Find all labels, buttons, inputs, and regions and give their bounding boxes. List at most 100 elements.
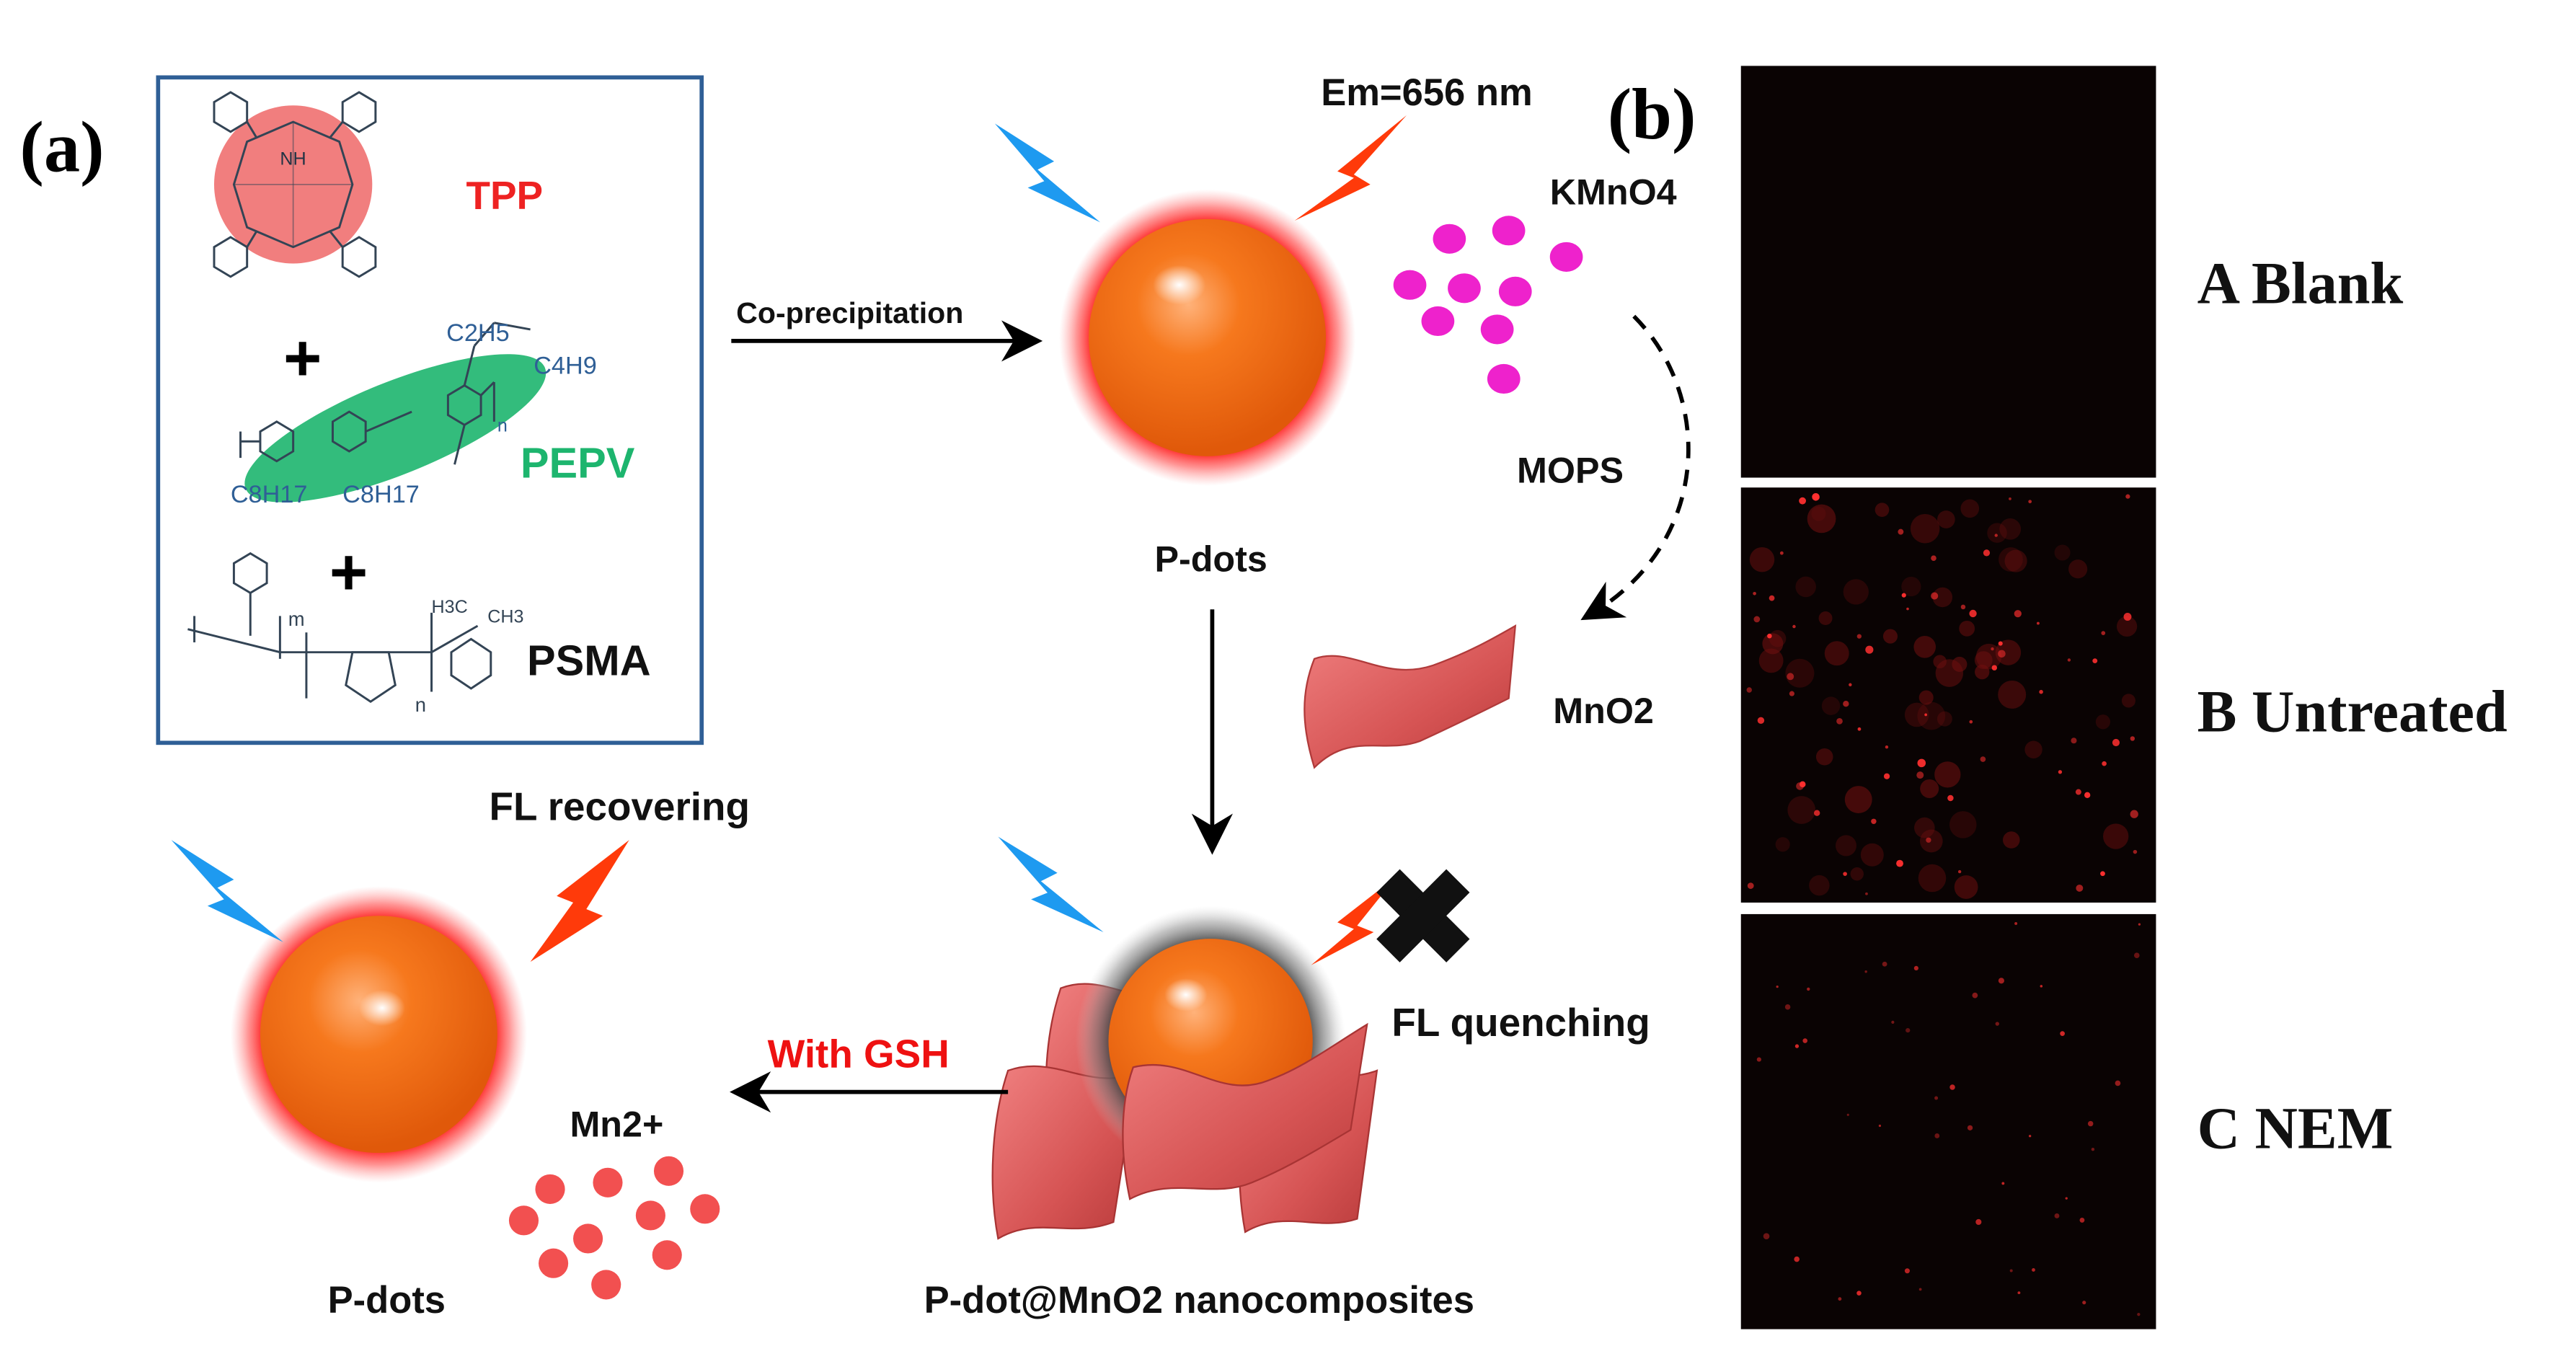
micrograph-untreated — [1740, 487, 2156, 903]
psma-label: PSMA — [527, 637, 651, 685]
fluorescent-spot — [1998, 978, 2004, 984]
cell-blob — [1959, 620, 1975, 637]
fluorescent-spot — [1991, 647, 1994, 651]
fluorescent-spot — [1767, 633, 1772, 639]
cell-blob — [1933, 655, 1947, 668]
cell-blob — [1815, 748, 1833, 766]
mno2-label: MnO2 — [1553, 691, 1654, 731]
fluorescent-spot — [1856, 634, 1862, 639]
fluorescent-spot — [2123, 613, 2132, 621]
quench-x-icon — [1376, 869, 1470, 962]
fluorescent-spot — [2009, 497, 2011, 500]
pepv-molecule: C2H5 C4H9 C8H17 C8H17 n — [231, 319, 597, 508]
c2h5-label: C2H5 — [446, 319, 510, 347]
mops-label: MOPS — [1517, 450, 1624, 490]
cell-blob — [2003, 831, 2020, 849]
fluorescent-spot — [2092, 658, 2098, 664]
fluorescent-spot — [2115, 1080, 2121, 1086]
fluorescent-spot — [1949, 1084, 1955, 1090]
fluorescent-spot — [1906, 1027, 1911, 1033]
cell-blob — [1917, 701, 1946, 730]
fluorescent-spot — [2100, 871, 2105, 877]
fluorescent-spot — [1813, 810, 1820, 816]
psma-m-subscript: m — [288, 608, 305, 630]
fluorescent-spot — [1917, 758, 1926, 768]
fluorescent-spot — [1756, 1057, 1761, 1062]
fluorescent-spot — [1975, 1218, 1982, 1226]
c8h17-left-label: C8H17 — [231, 481, 308, 508]
fluorescent-spot — [1856, 1291, 1862, 1296]
cell-blob — [1860, 843, 1884, 867]
cell-blob — [1937, 711, 1952, 727]
fluorescent-spot — [2101, 631, 2106, 635]
fluorescent-spot — [1924, 713, 1928, 717]
fluorescent-spot — [2039, 689, 2043, 694]
excitation-bolt-bottom — [171, 840, 283, 942]
fluorescent-spot — [1763, 1233, 1770, 1239]
fluorescent-spot — [1792, 624, 1796, 629]
pepv-n-subscript: n — [497, 416, 508, 436]
tpp-label: TPP — [466, 173, 544, 218]
fluorescent-spot — [1799, 497, 1807, 505]
fluorescent-spot — [2028, 1135, 2032, 1138]
cell-blob — [1821, 696, 1841, 715]
fluorescent-spot — [2067, 658, 2071, 662]
cell-blob — [1835, 835, 1857, 856]
fluorescent-spot — [1746, 687, 1752, 693]
fluorescent-spot — [1995, 1022, 1999, 1026]
fluorescent-spot — [1878, 1124, 1882, 1128]
cell-blob — [1987, 523, 2007, 543]
fluorescent-spot — [1967, 1125, 1973, 1130]
fluorescent-spot — [2060, 1031, 2065, 1036]
cell-blob — [1844, 786, 1872, 813]
fluorescent-spot — [1864, 970, 1867, 973]
cell-blob — [1811, 506, 1826, 521]
fluorescent-spot — [1846, 1113, 1849, 1116]
fluorescent-spot — [1865, 892, 1868, 895]
fluorescent-spot — [2028, 500, 2032, 504]
fluorescent-spot — [1918, 1288, 1922, 1291]
fluorescent-spot — [1857, 727, 1862, 731]
emission-bolt-bottom — [530, 840, 629, 962]
c8h17-right-label: C8H17 — [342, 481, 420, 508]
cell-blob — [1975, 643, 2002, 670]
fluorescent-spot — [1885, 745, 1889, 749]
pdot-particle-bottom — [230, 886, 528, 1183]
cell-blob — [1913, 635, 1937, 658]
fluorescent-spot — [2130, 736, 2135, 741]
fluorescent-spot — [1843, 701, 1849, 707]
fluorescent-spot — [1784, 1004, 1791, 1010]
cell-blob — [1901, 576, 1921, 597]
fluorescent-spot — [1838, 1297, 1842, 1301]
panel-a-label: (a) — [19, 107, 104, 187]
components-box: NH TPP + — [156, 75, 704, 745]
fluorescent-spot — [1871, 818, 1877, 825]
coprecipitation-label: Co-precipitation — [736, 296, 963, 329]
fl-quenching-label: FL quenching — [1391, 1000, 1650, 1045]
cell-blob — [1787, 796, 1816, 824]
mn2-label: Mn2+ — [570, 1104, 663, 1144]
fluorescent-spot — [2009, 1269, 2013, 1272]
cell-blob — [1999, 547, 2023, 572]
cell-blob — [1914, 817, 1935, 838]
cell-blob — [1975, 664, 1990, 680]
with-gsh-label: With GSH — [768, 1031, 950, 1076]
image-label-untreated: B Untreated — [2197, 678, 2508, 744]
fluorescent-spot — [1934, 1133, 1940, 1138]
c4h9-label: C4H9 — [534, 353, 597, 380]
cell-blob — [1795, 576, 1816, 598]
cell-blob — [1758, 648, 1784, 673]
mno2-sheet — [1304, 624, 1517, 769]
fluorescent-spot — [2040, 985, 2043, 988]
fluorescent-spot — [1843, 872, 1847, 876]
cell-blob — [1937, 510, 1955, 528]
fluorescent-spot — [2102, 761, 2107, 766]
cell-blob — [1935, 659, 1964, 687]
micrograph-blank — [1740, 66, 2156, 478]
fluorescent-spot — [1802, 1038, 1807, 1043]
fluorescent-spot — [1789, 691, 1794, 696]
pdots-bottom-label: P-dots — [328, 1279, 446, 1322]
cell-blob — [1809, 875, 1830, 896]
